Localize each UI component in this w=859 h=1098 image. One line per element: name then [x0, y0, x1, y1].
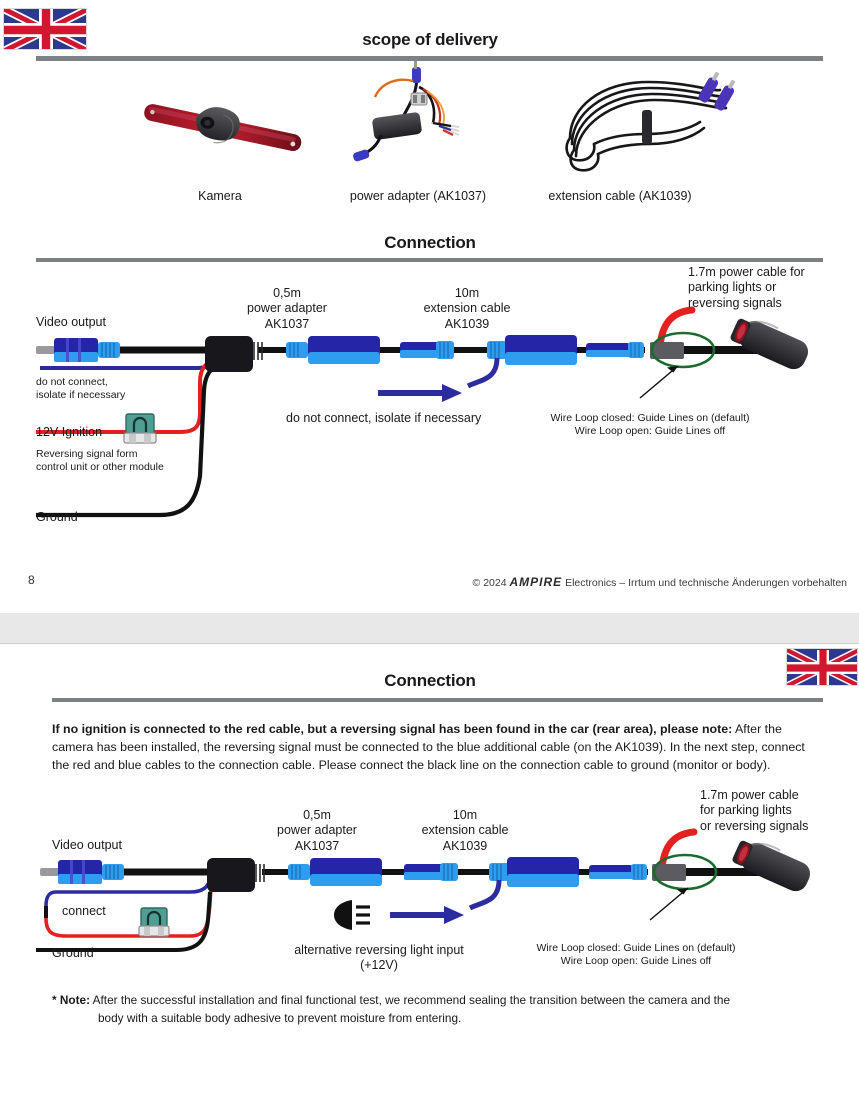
wire-loop-indicator-1: [650, 331, 716, 369]
ak1039-connector-left-1: [400, 341, 454, 359]
label-power-cable-2: 1.7m power cable for parking lights or r…: [700, 788, 809, 833]
product-photos-row: [0, 60, 859, 190]
label-ignition-source-1: Reversing signal form control unit or ot…: [36, 448, 164, 473]
intro-paragraph: If no ignition is connected to the red c…: [52, 721, 820, 775]
product-caption-extension-cable: extension cable (AK1039): [548, 189, 692, 203]
installation-note: * Note: After the successful installatio…: [52, 992, 822, 1027]
product-caption-camera: Kamera: [198, 189, 242, 203]
label-ground-1: Ground: [36, 510, 78, 524]
label-wire-loop-2: Wire Loop closed: Guide Lines on (defaul…: [536, 942, 736, 967]
intro-bold-line: If no ignition is connected to the red c…: [52, 722, 733, 736]
ampire-logo: AMPIRE: [509, 575, 563, 589]
camera-lead-connector-2: [589, 864, 647, 880]
label-do-not-connect-left-1: do not connect, isolate if necessary: [36, 376, 126, 401]
copyright-suffix: Electronics – Irrtum und technische Ände…: [565, 577, 847, 589]
copyright-prefix: © 2024: [472, 577, 507, 589]
label-ground-2: Ground: [52, 946, 94, 960]
ak1039-connector-right-1: [487, 335, 577, 365]
footer-copyright: © 2024 AMPIRE Electronics – Irrtum und t…: [400, 575, 847, 589]
rca-video-plug-2: [40, 860, 124, 884]
section-title-connection-1: Connection: [384, 233, 476, 252]
label-extension-cable-1: 10m extension cable AK1039: [423, 286, 511, 331]
label-power-cable-1: 1.7m power cable for parking lights or r…: [688, 265, 805, 310]
label-video-output-2: Video output: [52, 838, 122, 852]
camera-lead-connector-1: [586, 342, 644, 358]
intro-body-text: After the camera has been installed, the…: [52, 722, 805, 772]
section-title-connection-2: Connection: [384, 671, 476, 690]
power-adapter-box-1: [205, 336, 253, 372]
wire-loop-sleeve-1: [650, 342, 684, 359]
product-caption-power-adapter: power adapter (AK1037): [349, 189, 487, 203]
wiring-diagram-1: [0, 262, 859, 527]
camera-end-1: [730, 318, 809, 370]
uk-flag-svg: [4, 9, 86, 49]
wire-loop-sleeve-2: [652, 864, 686, 881]
page-title-scope-of-delivery: scope of delivery: [362, 30, 498, 49]
ak1037-connector-1: [286, 336, 380, 364]
ak1039-connector-right-2: [489, 857, 579, 887]
power-adapter-box-2: [207, 858, 255, 892]
uk-flag-icon: [3, 8, 87, 50]
label-do-not-connect-mid-1: do not connect, isolate if necessary: [286, 411, 482, 425]
power-adapter-photo: [353, 61, 460, 162]
label-wire-loop-1: Wire Loop closed: Guide Lines on (defaul…: [550, 412, 750, 437]
uk-flag-svg-2: [787, 649, 857, 685]
label-video-output-1: Video output: [36, 315, 106, 329]
footer-page-number: 8: [28, 573, 35, 587]
extension-cable-coil-photo: [565, 71, 736, 172]
note-line-2: body with a suitable body adhesive to pr…: [98, 1010, 462, 1025]
fuse-icon-2: [138, 907, 170, 937]
label-alternative-input-2: alternative reversing light input (+12V): [294, 943, 464, 973]
note-marker: * Note:: [52, 993, 91, 1007]
label-connect-2: connect: [62, 904, 106, 918]
section-rule-2: [52, 698, 823, 702]
label-power-adapter-2: 0,5m power adapter AK1037: [277, 808, 357, 853]
rca-video-plug-1: [36, 338, 120, 362]
header-rule-1: [36, 56, 823, 61]
reversing-light-icon: [334, 900, 370, 930]
camera-end-2: [732, 840, 811, 892]
label-extension-cable-2: 10m extension cable AK1039: [421, 808, 509, 853]
ak1037-connector-2: [288, 858, 382, 886]
note-line-1: After the successful installation and fi…: [92, 993, 731, 1007]
label-12v-ignition-1: 12V Ignition: [36, 425, 103, 439]
page-separator-band: [0, 612, 859, 644]
uk-flag-icon-2: [786, 648, 858, 686]
ak1039-connector-left-2: [404, 863, 458, 881]
section-rule-1: [36, 258, 823, 262]
wiring-diagram-2: [0, 800, 859, 980]
rear-view-camera-photo: [144, 104, 302, 152]
fuse-icon-1: [123, 413, 157, 444]
label-power-adapter-1: 0,5m power adapter AK1037: [247, 286, 327, 331]
